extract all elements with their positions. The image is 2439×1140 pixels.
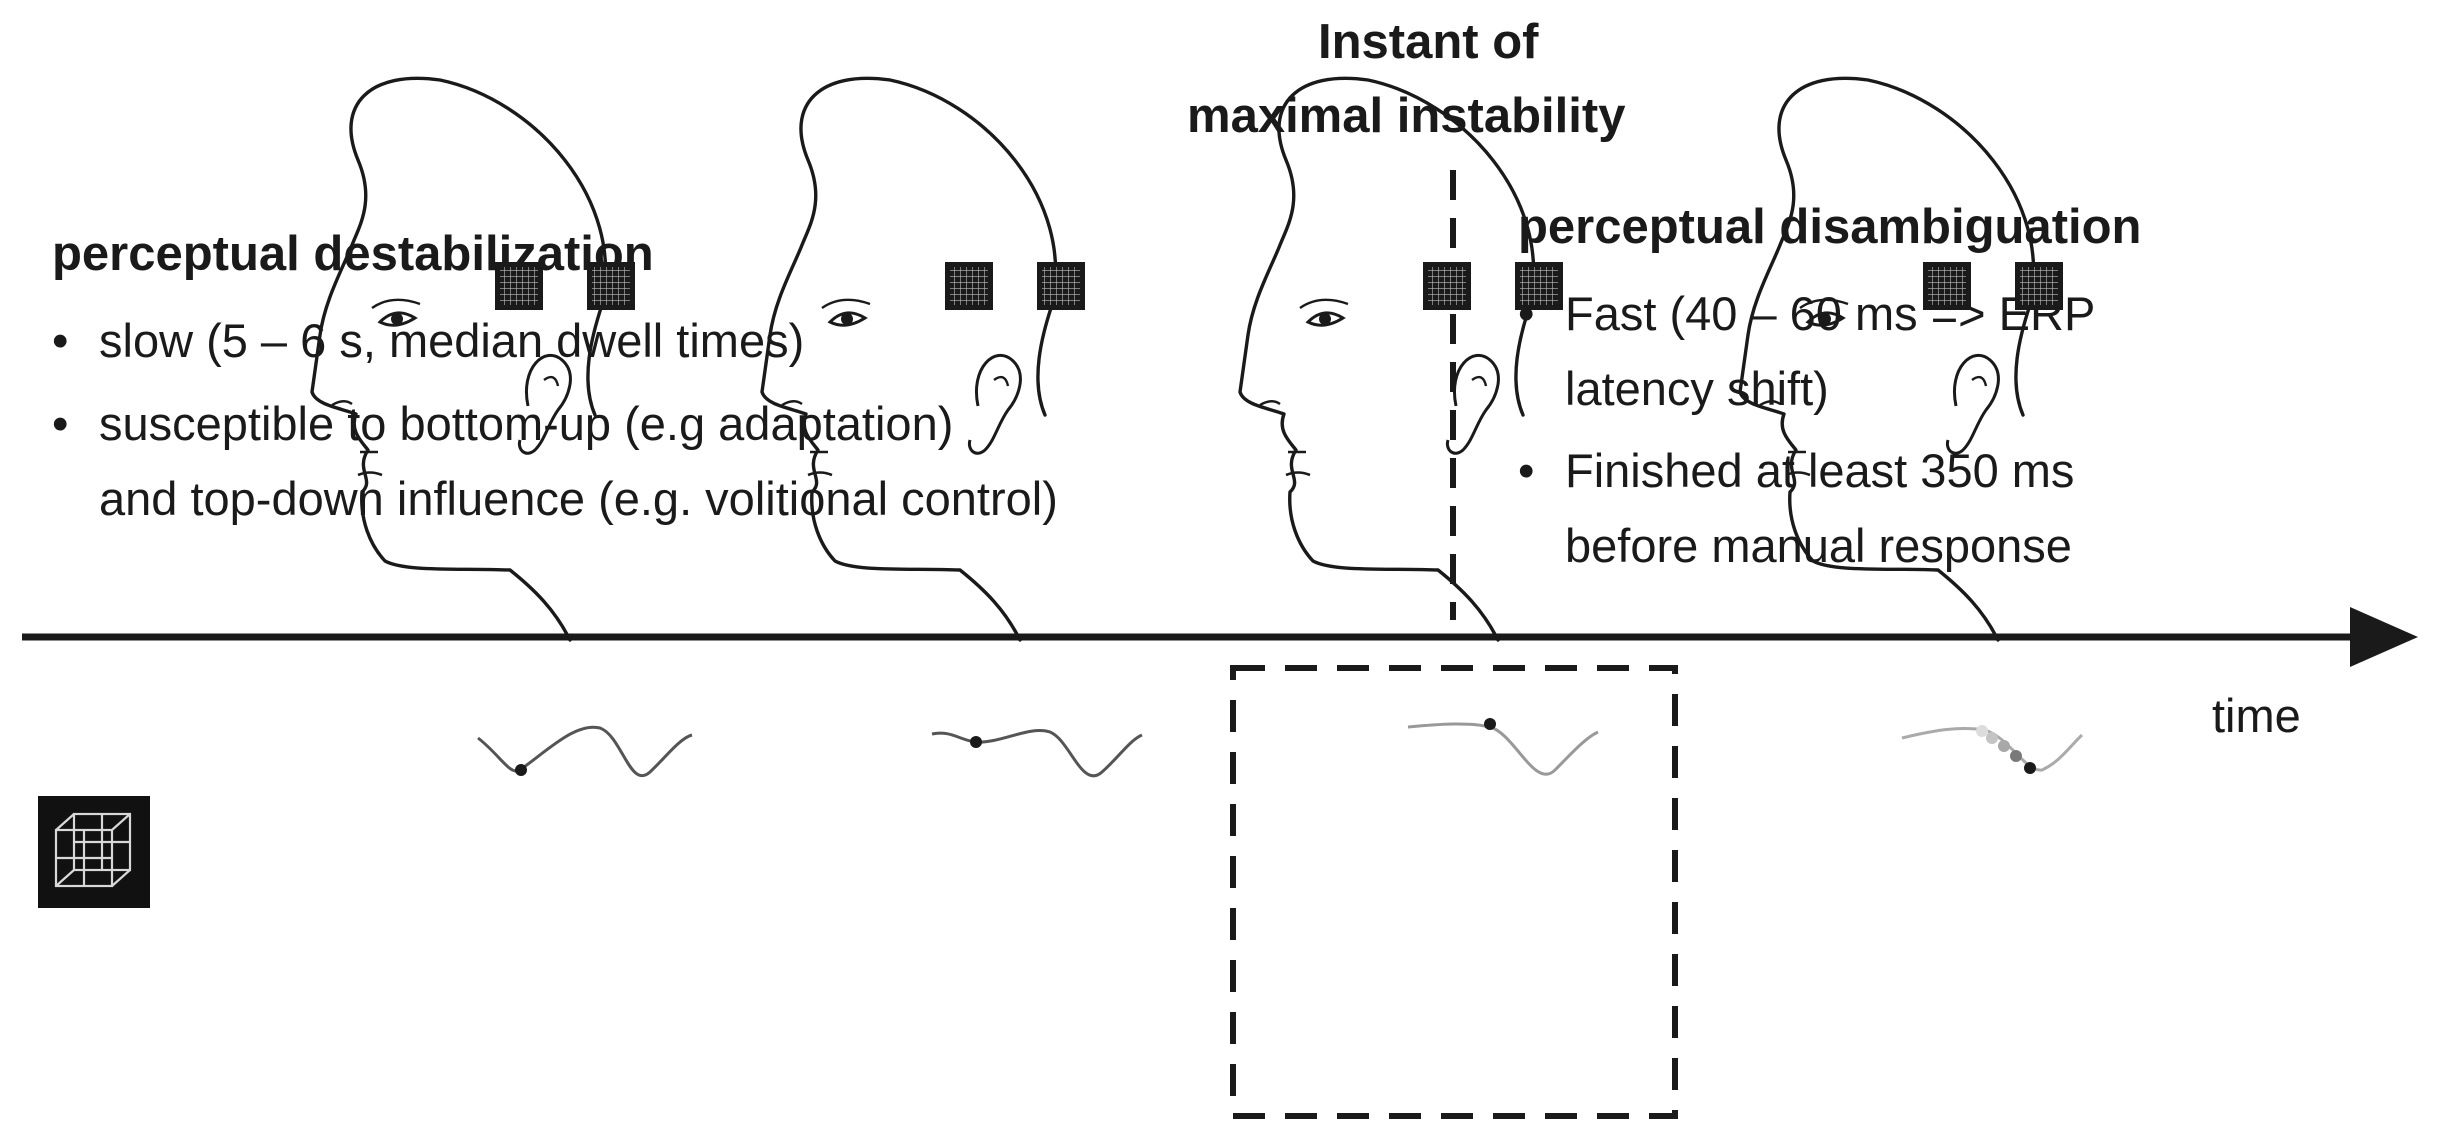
instant-title-line1: Instant of [1318,15,1539,69]
head-profile-icon [1738,76,2084,774]
right-bullet-1: • Fast (40 – 60 ms => ERP latency shift) [1518,276,2095,426]
bullet-mark: • [1518,444,1535,497]
necker-cube-icon [36,794,152,910]
left-panel-heading: perceptual destabilization [52,227,654,281]
bullet-mark: • [52,397,69,450]
left-bullet-1-line1: slow (5 – 6 s, median dwell times) [99,314,805,367]
highlight-box [1230,665,1678,1119]
time-label: time [2212,689,2301,742]
head-profile-icon [1238,76,1599,776]
right-panel-heading: perceptual disambiguation [1518,200,2142,254]
right-bullet-2: • Finished at least 350 ms before manual… [1518,433,2074,583]
head-profile-icon [760,76,1143,778]
instant-title-line2: maximal instability [1187,89,1626,143]
left-bullet-2-line2: and top-down influence (e.g. volitional … [99,472,1058,525]
bullet-mark: • [52,314,69,367]
right-bullet-2-line1: Finished at least 350 ms [1565,444,2075,497]
time-arrowhead [2350,607,2418,667]
right-bullet-1-line2: latency shift) [1565,362,1829,415]
head-profile-icon [310,76,693,777]
left-bullet-1: • slow (5 – 6 s, median dwell times) [52,303,804,378]
